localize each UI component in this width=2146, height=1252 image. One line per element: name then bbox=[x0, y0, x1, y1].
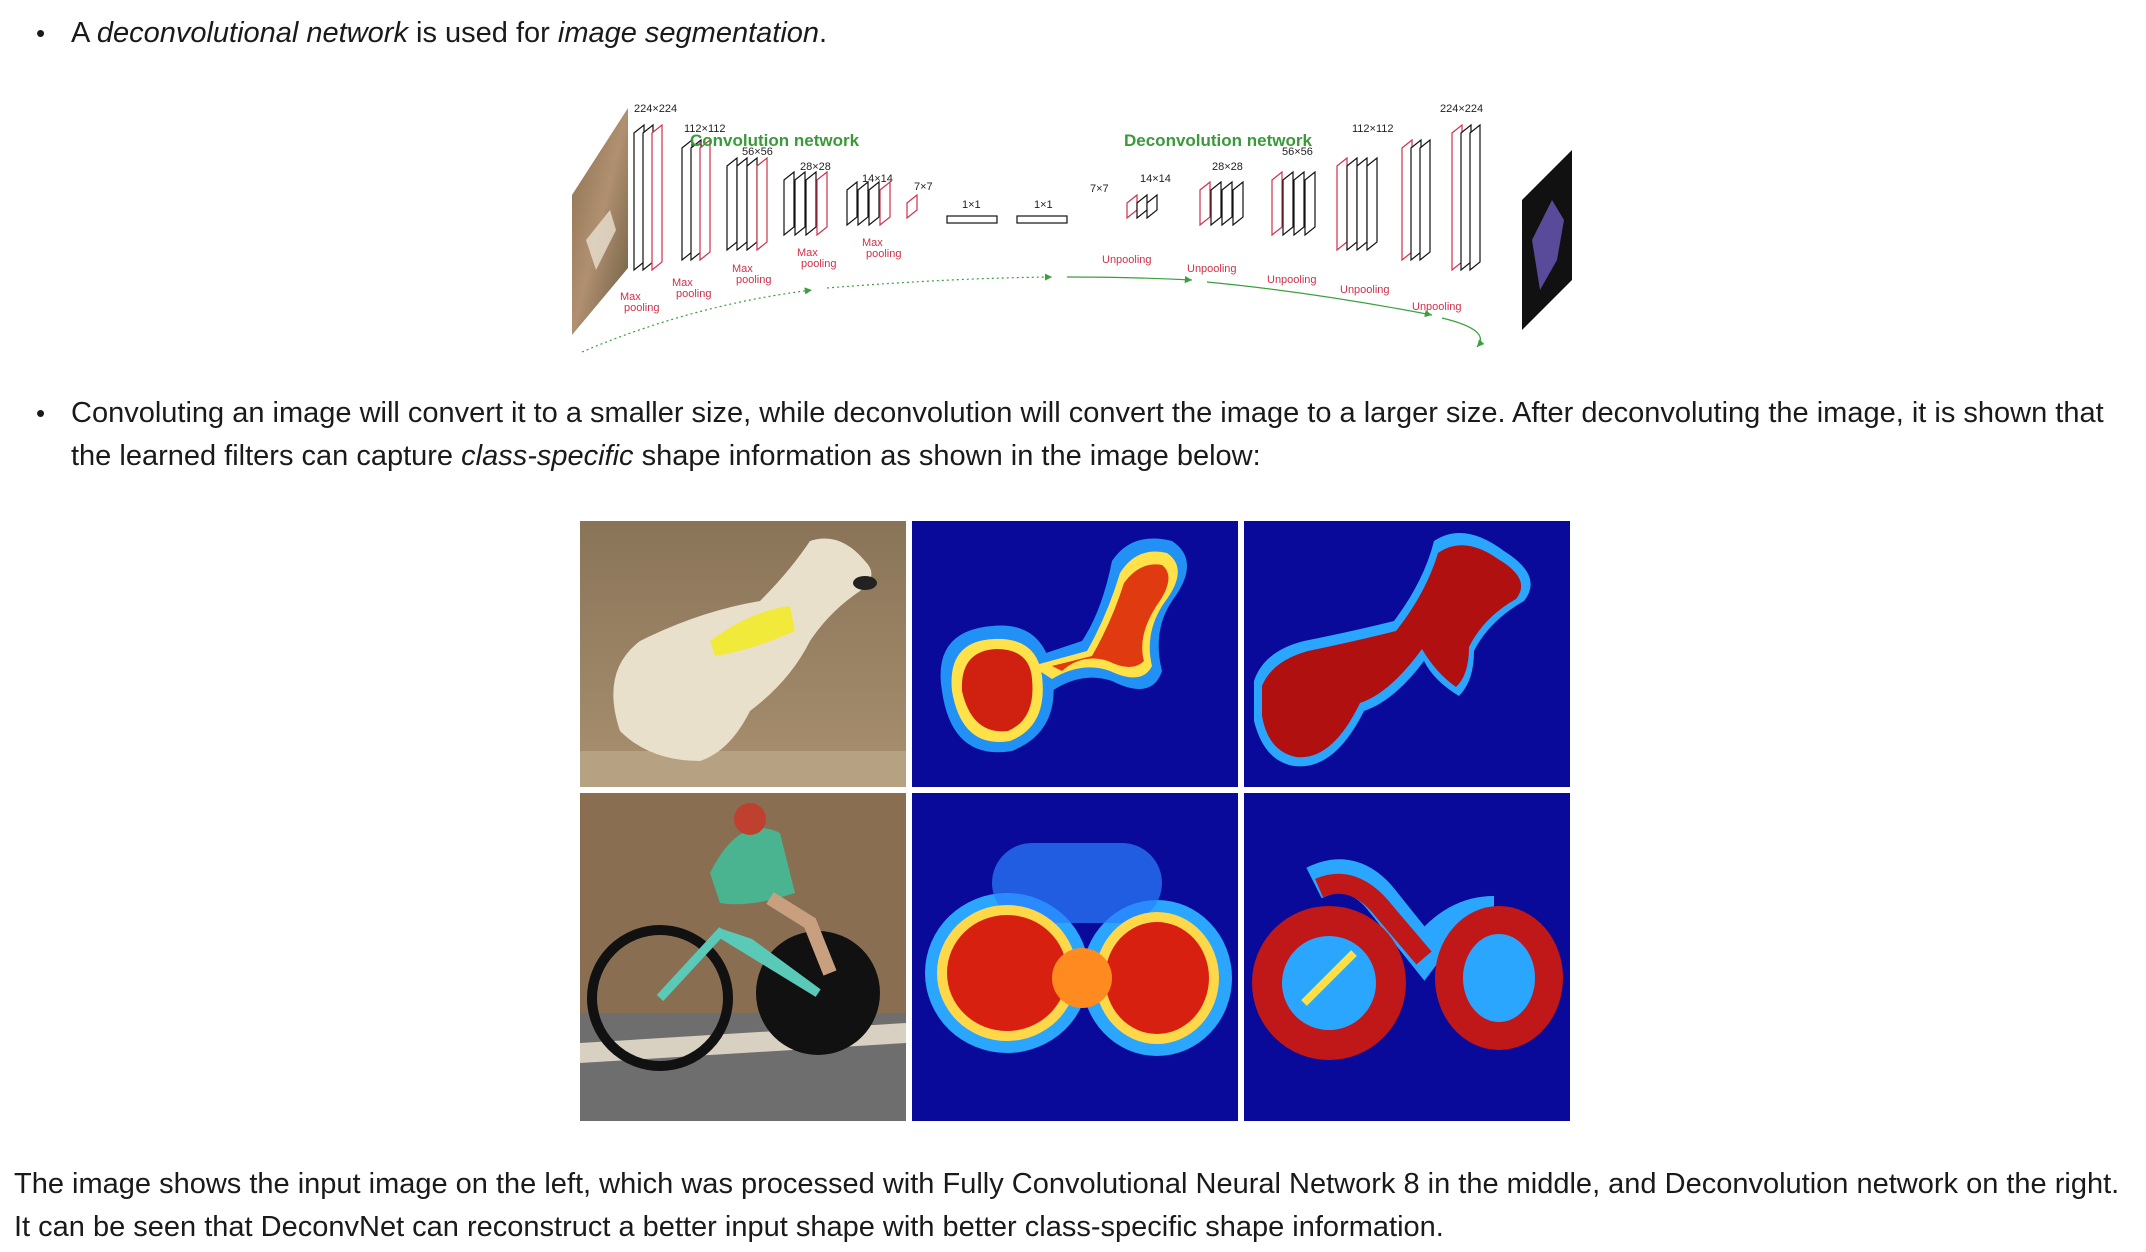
pooling-label: Max bbox=[620, 291, 641, 303]
bicycle-fcn8-heatmap bbox=[912, 793, 1238, 1121]
pool-labels: MaxpoolingMaxpoolingMaxpoolingMaxpooling… bbox=[620, 237, 1462, 314]
fc-layer bbox=[946, 215, 998, 224]
pooling-label: Max bbox=[732, 263, 753, 275]
conv-layer bbox=[1293, 170, 1305, 237]
conv-layer bbox=[1136, 193, 1148, 220]
bullet-dot: • bbox=[36, 18, 46, 48]
size-label: 1×1 bbox=[1034, 199, 1053, 211]
text-run: is used for bbox=[407, 17, 558, 49]
conv-layer bbox=[1221, 180, 1233, 227]
pooling-label: pooling bbox=[866, 248, 901, 260]
size-label: 56×56 bbox=[742, 146, 773, 158]
fc-layer bbox=[1016, 215, 1068, 224]
conv-layers bbox=[633, 123, 1481, 272]
caption-paragraph: The image shows the input image on the l… bbox=[14, 1168, 2120, 1243]
bullet-item-2: • Convoluting an image will convert it t… bbox=[36, 392, 2116, 478]
conv-layer bbox=[794, 170, 806, 237]
bullet-text: Convoluting an image will convert it to … bbox=[71, 392, 2116, 478]
conv-layer bbox=[868, 180, 880, 227]
size-labels: 224×224 112×112 56×56 28×28 14×14 7×7 1×1 1×1 7×… bbox=[634, 103, 1483, 211]
conv-layer bbox=[726, 156, 738, 252]
pooling-label: Max bbox=[797, 247, 818, 259]
pooling-layer bbox=[906, 193, 918, 220]
size-label: 56×56 bbox=[1282, 146, 1313, 158]
unpooling-label: Unpooling bbox=[1340, 284, 1390, 296]
conv-title: Convolution network bbox=[690, 131, 860, 150]
pooling-layer bbox=[879, 180, 891, 227]
conv-layer bbox=[846, 180, 858, 227]
pooling-label: Max bbox=[672, 277, 693, 289]
conv-layer bbox=[736, 156, 748, 252]
conv-layer bbox=[746, 156, 758, 252]
size-label: 14×14 bbox=[1140, 173, 1171, 185]
conv-layer bbox=[857, 180, 869, 227]
pooling-layer bbox=[1126, 193, 1138, 220]
dog-deconvnet-heatmap bbox=[1244, 521, 1570, 787]
pooling-layer bbox=[756, 156, 768, 252]
size-label: 14×14 bbox=[862, 173, 893, 185]
conv-layer bbox=[1210, 180, 1222, 227]
unpooling-label: Unpooling bbox=[1187, 263, 1237, 275]
bullet-item-1: • A deconvolutional network is used for … bbox=[36, 12, 2096, 55]
conv-layer bbox=[1356, 156, 1368, 252]
bullet-text: A deconvolutional network is used for im… bbox=[71, 12, 2096, 55]
conv-layer bbox=[1346, 156, 1358, 252]
text-run: shape information as shown in the image … bbox=[633, 440, 1261, 472]
size-label: 28×28 bbox=[1212, 161, 1243, 173]
dog-input-photo bbox=[580, 521, 906, 787]
size-label: 7×7 bbox=[1090, 183, 1109, 195]
text-emph: class-specific bbox=[461, 440, 634, 472]
text-emph: deconvolutional network bbox=[96, 17, 408, 49]
unpooling-label: Unpooling bbox=[1267, 274, 1317, 286]
size-label: 224×224 bbox=[634, 103, 677, 115]
pooling-label: Max bbox=[862, 237, 883, 249]
deconv-title: Deconvolution network bbox=[1124, 131, 1313, 150]
conv-layer bbox=[1304, 170, 1316, 237]
bullet-dot: • bbox=[36, 398, 46, 428]
conv-layer bbox=[783, 170, 795, 237]
dog-fcn8-heatmap bbox=[912, 521, 1238, 787]
pooling-layer bbox=[816, 170, 828, 237]
conv-layer bbox=[1366, 156, 1378, 252]
conv-layer bbox=[1232, 180, 1244, 227]
conv-layer bbox=[805, 170, 817, 237]
text-run: Convoluting an image will convert it to … bbox=[71, 397, 2104, 472]
pooling-layer bbox=[651, 123, 663, 272]
size-label: 7×7 bbox=[914, 181, 933, 193]
size-label: 112×112 bbox=[684, 123, 726, 135]
size-label: 224×224 bbox=[1440, 103, 1483, 115]
text-run: A bbox=[71, 17, 97, 49]
input-thumbnail bbox=[572, 108, 628, 335]
size-label: 112×112 bbox=[1352, 123, 1394, 135]
unpooling-label: Unpooling bbox=[1412, 301, 1462, 313]
pooling-layer bbox=[1336, 156, 1348, 252]
pooling-label: pooling bbox=[736, 274, 771, 286]
conv-layer bbox=[1419, 138, 1431, 262]
conv-layer bbox=[1469, 123, 1481, 272]
pooling-layer bbox=[1271, 170, 1283, 237]
pooling-label: pooling bbox=[801, 258, 836, 270]
conv-layer bbox=[1282, 170, 1294, 237]
pooling-label: pooling bbox=[676, 288, 711, 300]
conv-layer bbox=[1146, 193, 1158, 220]
pooling-layer bbox=[699, 138, 711, 262]
pooling-layer bbox=[1199, 180, 1211, 227]
segmentation-comparison-figure bbox=[580, 521, 1570, 1121]
size-label: 1×1 bbox=[962, 199, 981, 211]
bicycle-deconvnet-heatmap bbox=[1244, 793, 1570, 1121]
deconvnet-architecture-diagram: Convolution network Deconvolution networ… bbox=[572, 103, 1572, 353]
bicycle-input-photo bbox=[580, 793, 906, 1121]
size-label: 28×28 bbox=[800, 161, 831, 173]
unpooling-label: Unpooling bbox=[1102, 254, 1152, 266]
pooling-label: pooling bbox=[624, 302, 659, 314]
text-run: . bbox=[819, 17, 828, 49]
text-emph: image segmentation bbox=[557, 17, 820, 49]
